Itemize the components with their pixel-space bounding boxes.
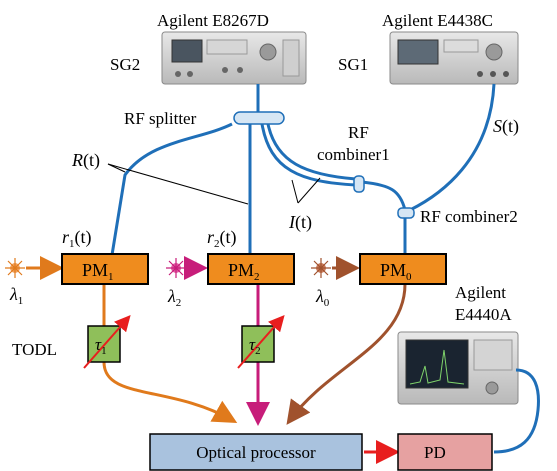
pm2-label: PM2 <box>228 260 260 283</box>
fiber-pm0-to-processor <box>286 283 407 425</box>
sg1-name-label: SG1 <box>338 55 368 74</box>
rf-cables <box>110 83 540 454</box>
laser-source-0 <box>311 258 331 278</box>
signal-r1-label: r1(t) <box>62 227 92 250</box>
rf-splitter-label: RF splitter <box>124 109 197 128</box>
pd-box <box>397 433 493 471</box>
tau1-label: τ1 <box>95 335 107 357</box>
osa-label-line1: Agilent <box>455 283 506 302</box>
optical-processor-box <box>149 433 363 471</box>
fiber-t1-to-processor <box>102 361 238 423</box>
rf-combiner2-label: RF combiner2 <box>420 207 518 226</box>
osa-instrument-image <box>397 331 519 405</box>
rf-combiner1-label-line1: RF <box>348 123 369 142</box>
sg1-model-label: Agilent E4438C <box>382 11 493 30</box>
rf-combiner1 <box>353 175 365 193</box>
lambda2-label: λ2 <box>167 286 181 309</box>
lambda1-label: λ1 <box>9 284 23 307</box>
pm2-box <box>207 253 295 285</box>
sg2-model-label: Agilent E8267D <box>157 11 269 30</box>
signal-R-label: R(t) <box>71 150 100 171</box>
pm1-label: PM1 <box>82 260 114 283</box>
sg2-instrument-image <box>161 31 307 85</box>
t1-tunable-arrow <box>83 314 131 369</box>
pm1-box <box>61 253 149 285</box>
signal-S-label: S(t) <box>493 116 519 137</box>
pm0-label: PM0 <box>380 260 412 283</box>
laser-source-1 <box>5 258 25 278</box>
rf-combiner2 <box>397 207 415 219</box>
sg1-instrument-image <box>389 31 519 85</box>
rf-splitter <box>233 111 285 125</box>
signal-r2-label: r2(t) <box>207 227 237 250</box>
t2-tunable-arrow <box>237 314 285 369</box>
signal-I-label: I(t) <box>288 212 312 233</box>
rf-combiner1-label-line2: combiner1 <box>317 145 390 164</box>
label-leaders <box>107 163 321 205</box>
laser-source-2 <box>166 258 186 278</box>
todl-label: TODL <box>12 340 57 359</box>
pm0-box <box>359 253 447 285</box>
tau2-label: τ2 <box>249 335 261 357</box>
optical-processor-label: Optical processor <box>196 443 316 462</box>
osa-label-line2: E4440A <box>455 305 512 324</box>
pd-label: PD <box>424 443 446 462</box>
lambda0-label: λ0 <box>315 286 330 309</box>
sg2-name-label: SG2 <box>110 55 140 74</box>
